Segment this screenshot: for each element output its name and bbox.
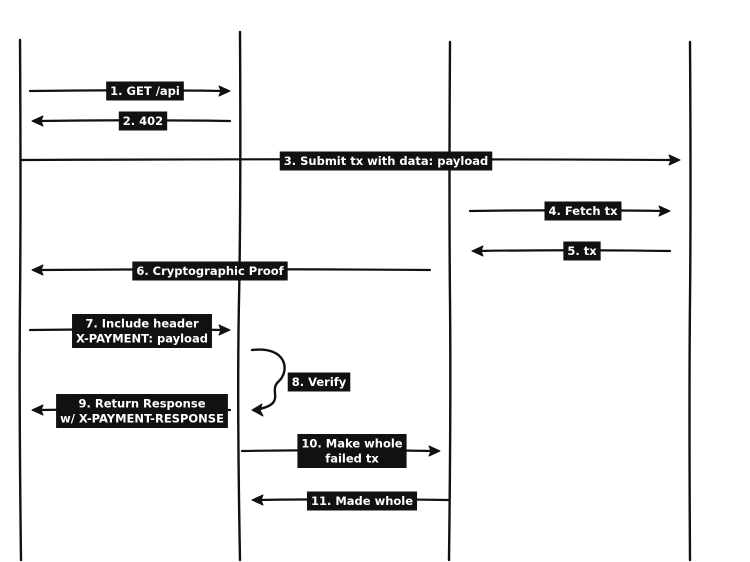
label-text-m8: 8. Verify	[292, 375, 347, 389]
label-text-m6: 6. Cryptographic Proof	[136, 264, 284, 278]
arrowhead-m9	[31, 404, 44, 416]
label-box-m10	[297, 434, 407, 468]
label-text-m3: 3. Submit tx with data: payload	[284, 154, 489, 168]
label-box-m4	[544, 201, 622, 221]
label-box-m6	[132, 261, 288, 281]
label-text-m5: 5. tx	[567, 244, 597, 258]
label-m5: 5. tx	[563, 241, 601, 261]
label-m4: 4. Fetch tx	[544, 201, 622, 221]
arrowhead-m2	[31, 115, 44, 127]
label-box-m8	[287, 372, 351, 392]
arrowhead-m11	[251, 494, 264, 506]
label-text-m7: 7. Include header	[85, 317, 199, 331]
label-box-m1	[106, 81, 184, 101]
arrowhead-m4	[658, 205, 671, 217]
label-m11: 11. Made whole	[306, 491, 418, 511]
message-labels: 1. GET /api 2. 402 3. Submit tx with data:…	[56, 81, 622, 511]
label-box-m7	[72, 314, 212, 348]
label-m2: 2. 402	[118, 111, 168, 131]
arrowhead-m6	[31, 264, 44, 276]
arrowhead-m3	[668, 154, 681, 166]
label-box-m2	[118, 111, 168, 131]
label-box-m3	[279, 151, 493, 171]
label-text-m11: 11. Made whole	[311, 494, 413, 508]
label-m1: 1. GET /api	[106, 81, 184, 101]
label-box-m5	[563, 241, 601, 261]
label-box-m9	[56, 394, 228, 428]
arrowhead-m7	[218, 324, 231, 336]
label-text-m7: X-PAYMENT: payload	[76, 332, 208, 346]
lifeline-4	[688, 40, 692, 562]
verify-bracket	[250, 348, 286, 412]
label-m3: 3. Submit tx with data: payload	[279, 151, 493, 171]
label-text-m1: 1. GET /api	[110, 84, 180, 98]
arrowhead-m8	[251, 403, 264, 417]
label-text-m9: 9. Return Response	[78, 397, 205, 411]
lifeline-2	[237, 30, 242, 562]
arrowhead-m10	[428, 445, 441, 457]
lifelines	[18, 30, 692, 562]
label-text-m4: 4. Fetch tx	[549, 204, 619, 218]
label-box-m11	[306, 491, 418, 511]
label-text-m10: 10. Make whole	[301, 437, 402, 451]
label-m8: 8. Verify	[287, 372, 351, 392]
lifeline-1	[18, 38, 23, 562]
label-m6: 6. Cryptographic Proof	[132, 261, 288, 281]
lifeline-3	[447, 40, 452, 562]
arrowhead-m1	[218, 85, 231, 97]
arrowhead-m5	[471, 245, 484, 257]
label-text-m2: 2. 402	[123, 114, 163, 128]
label-text-m10: failed tx	[325, 452, 379, 466]
label-text-m9: w/ X-PAYMENT-RESPONSE	[60, 412, 224, 426]
